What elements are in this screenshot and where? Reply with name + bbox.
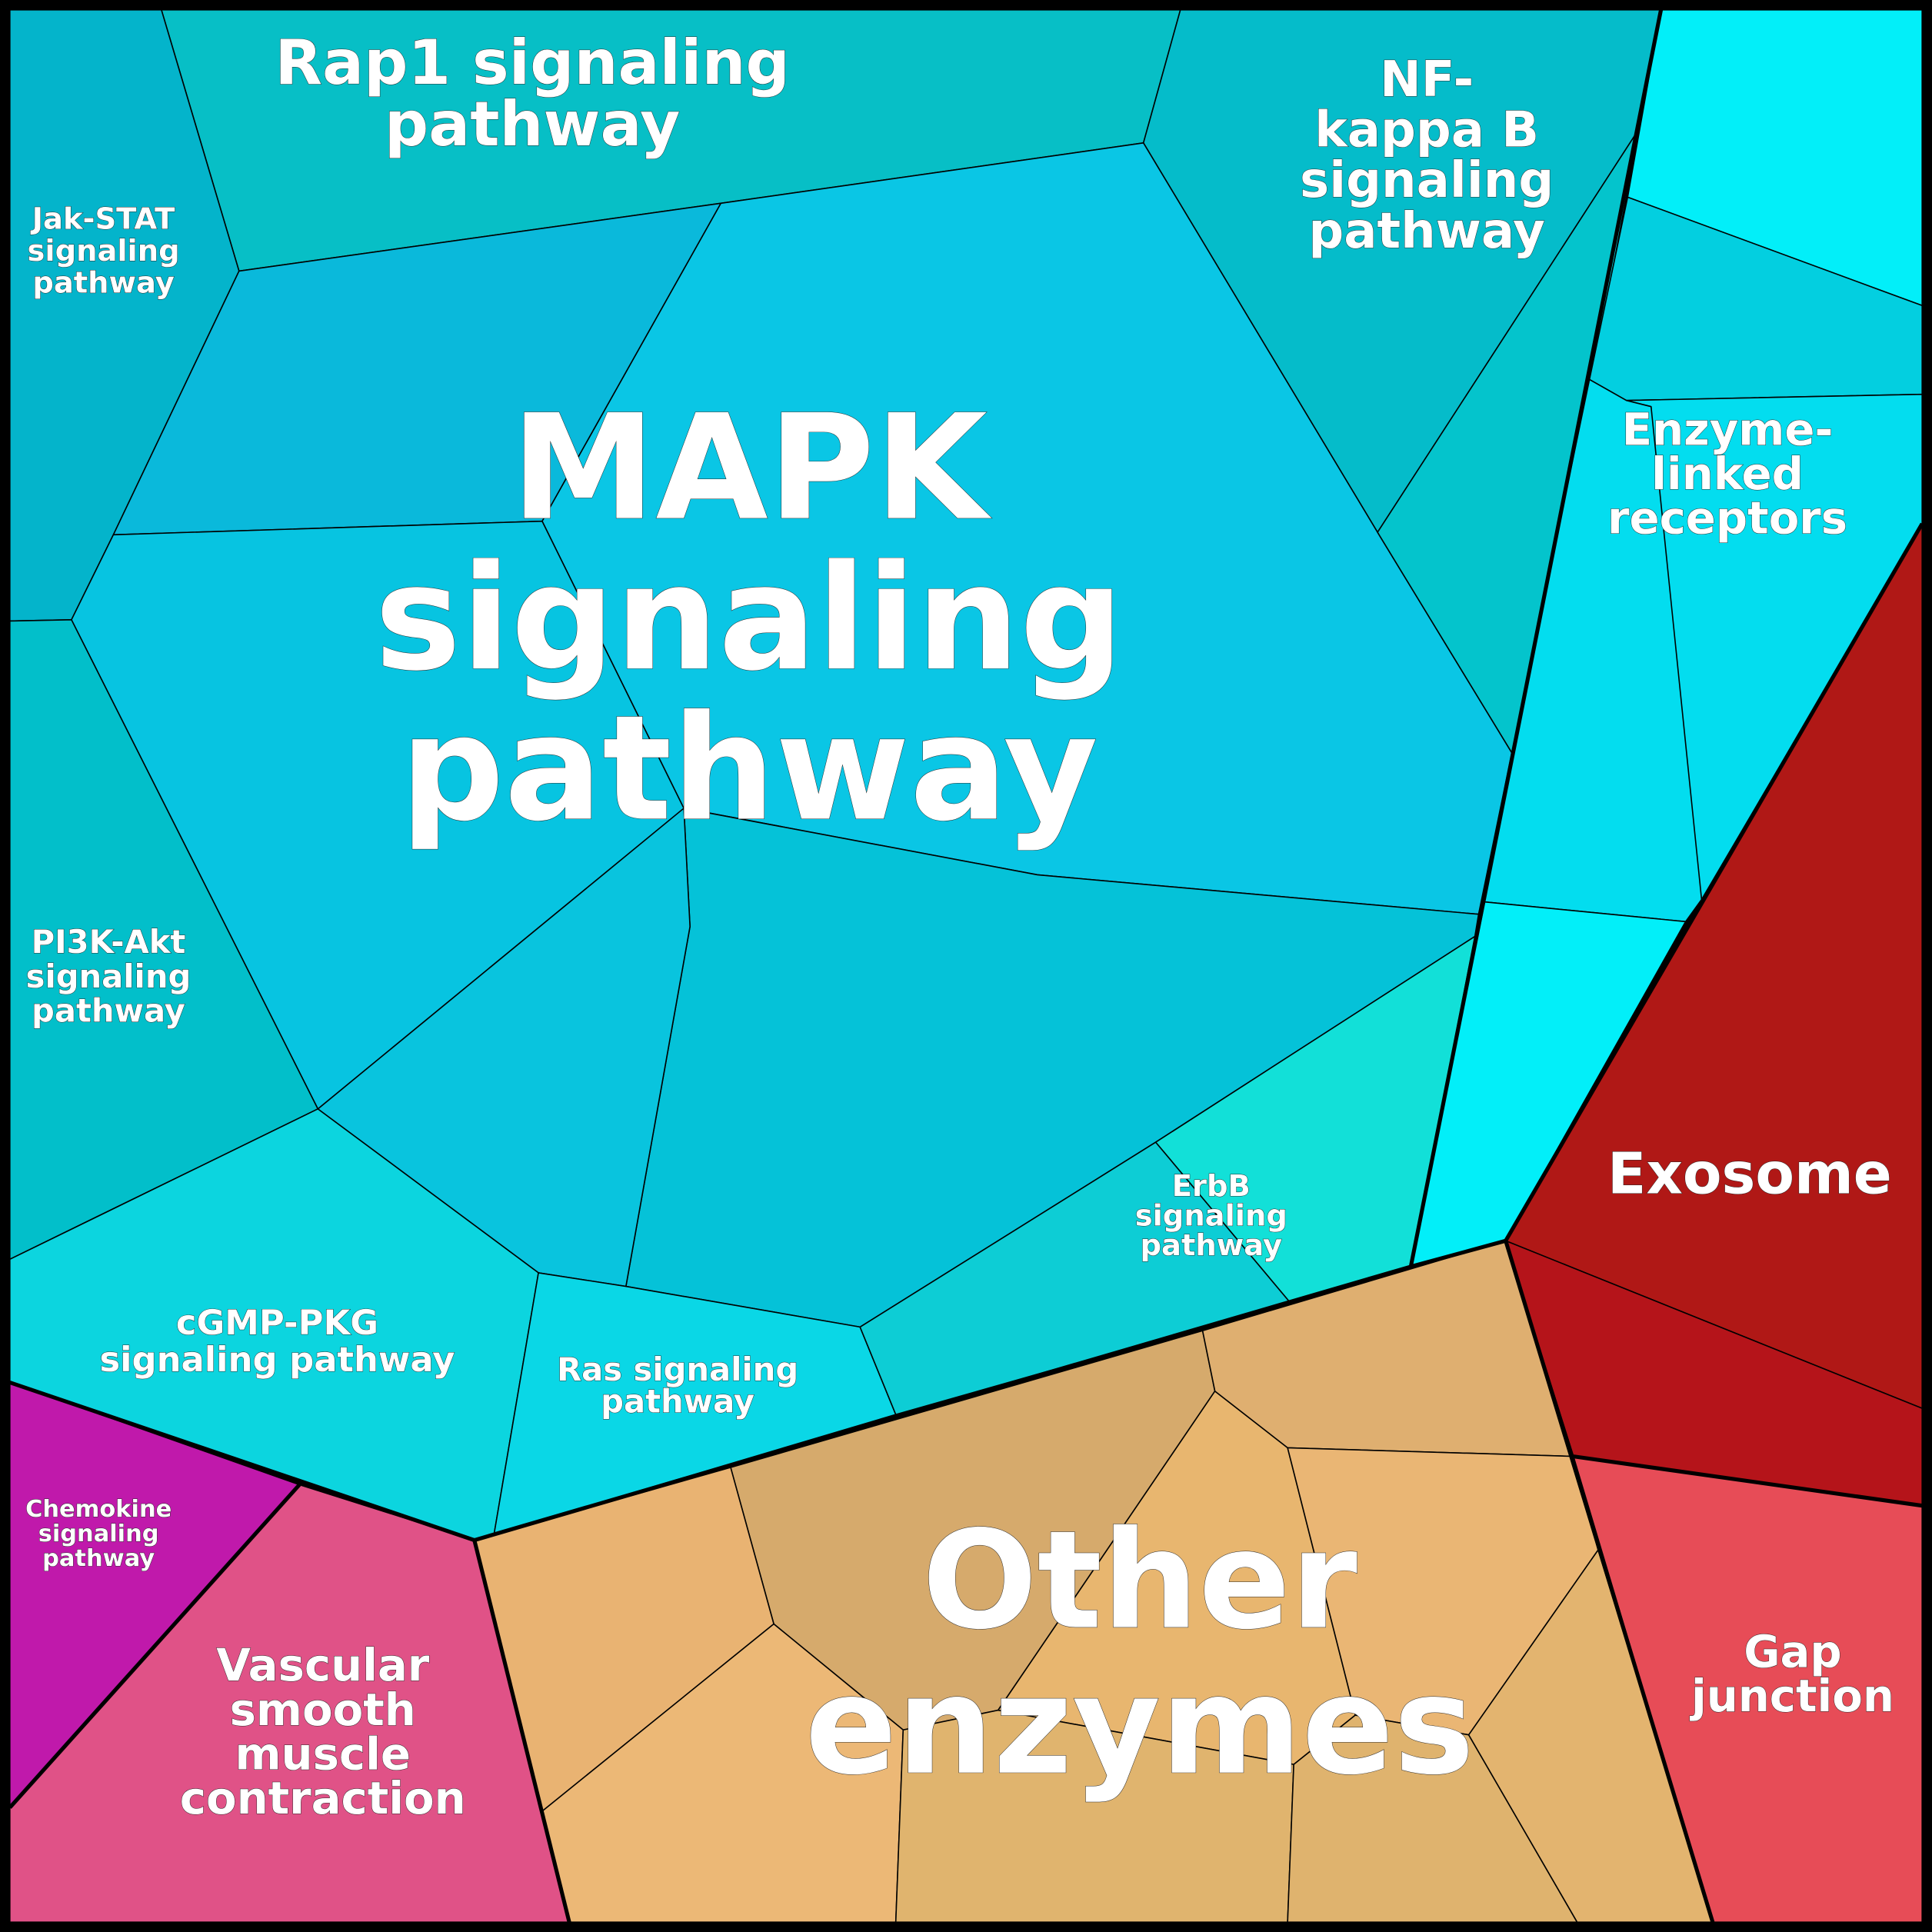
label-line: signaling pathway (99, 1339, 455, 1380)
label-line: muscle (235, 1727, 411, 1780)
group-border (472, 1539, 571, 1923)
label-line: Ras signaling (557, 1351, 798, 1388)
label-line: signaling (1135, 1198, 1287, 1233)
group-border (8, 9, 1664, 1543)
label-line: pathway (1308, 203, 1545, 260)
label-line: signaling (28, 234, 180, 268)
label-line: Vascular (216, 1639, 430, 1691)
label-line: signaling (26, 958, 192, 995)
label-line: MAPK (511, 384, 992, 553)
label-line: PI3K-Akt (32, 923, 186, 961)
label-line: Other (922, 1501, 1357, 1660)
label-line: Enzyme- (1622, 403, 1834, 455)
label-line: contraction (180, 1772, 466, 1824)
label-line: Exosome (1607, 1142, 1892, 1208)
label-line: junction (1690, 1670, 1894, 1722)
label-line: Chemokine (25, 1496, 172, 1523)
label-line: pathway (400, 685, 1098, 854)
label-line: enzymes (805, 1647, 1474, 1805)
label-line: Jak-STAT (30, 202, 175, 236)
label-line: NF- (1380, 52, 1474, 108)
label-exosome-a: Exosome (1607, 1142, 1892, 1208)
label-line: cGMP-PKG (176, 1302, 378, 1343)
label-line: pathway (601, 1383, 754, 1421)
group-border (8, 1483, 301, 1809)
label-line: pathway (32, 266, 175, 301)
label-line: signaling (1300, 152, 1554, 209)
label-line: Gap (1744, 1625, 1842, 1677)
label-line: signaling (375, 534, 1124, 703)
group-border (1573, 1454, 1923, 1508)
label-line: kappa B (1314, 102, 1539, 158)
label-line: ErbB (1172, 1169, 1251, 1204)
label-line: signaling (38, 1521, 159, 1547)
group-border (1410, 1238, 1507, 1269)
label-line: pathway (385, 88, 680, 160)
label-line: Rap1 signaling (275, 27, 789, 98)
group-borders (8, 9, 1924, 1923)
label-line: pathway (1141, 1228, 1283, 1263)
label-line: receptors (1607, 492, 1847, 545)
label-line: pathway (42, 1545, 155, 1572)
label-line: smooth (230, 1684, 416, 1736)
label-line: pathway (32, 992, 185, 1030)
cells-layer (9, 9, 1923, 1923)
label-line: linked (1651, 448, 1804, 500)
